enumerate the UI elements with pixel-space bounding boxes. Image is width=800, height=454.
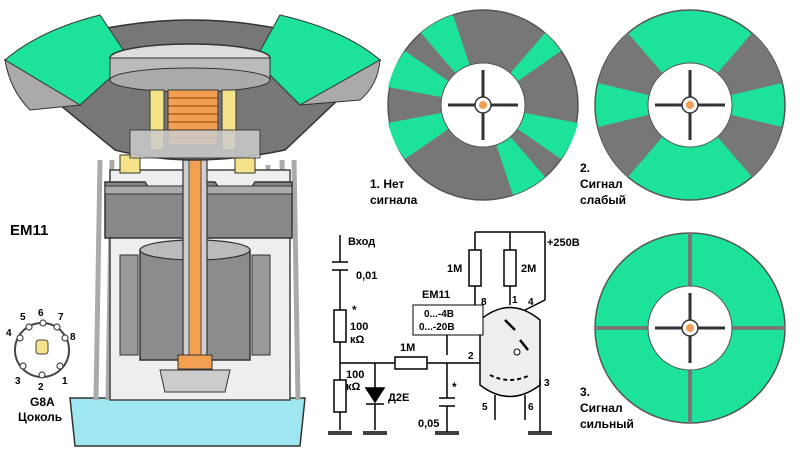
label-diode: Д2Е	[388, 392, 409, 404]
label-c2: 0,05	[418, 418, 439, 430]
tube-cutaway	[3, 14, 382, 447]
label-pin-6: 6	[528, 402, 534, 413]
state-2-line2: Сигнал	[580, 177, 623, 191]
socket-pin-2: 2	[38, 382, 44, 393]
label-pin-1: 1	[512, 295, 518, 306]
state-3-line2: Сигнал	[580, 401, 623, 415]
display-weak-signal	[594, 9, 786, 201]
label-pin-3: 3	[544, 378, 550, 389]
socket-pin-6: 6	[38, 308, 44, 319]
socket-pin-8: 8	[70, 332, 76, 343]
socket-pin-1: 1	[62, 376, 68, 387]
cone-green-left	[4, 14, 131, 106]
label-r-anode-2: 2М	[521, 263, 536, 275]
watermark: siola для forum.onliner.by	[640, 439, 779, 451]
label-supply: +250В	[547, 237, 580, 249]
state-2-line1: 2.	[580, 161, 590, 175]
label-r1: 100	[350, 321, 368, 333]
schematic	[328, 231, 552, 435]
tube-label: EM11	[10, 222, 48, 239]
label-bias-2: 0...-20В	[419, 322, 455, 333]
label-pin-8: 8	[481, 297, 487, 308]
label-c2-mark: *	[452, 380, 457, 394]
state-1-line2: сигнала	[370, 193, 418, 207]
label-r-series: 1М	[400, 342, 415, 354]
socket-pin-5: 5	[20, 312, 26, 323]
label-r2-unit: кΩ	[346, 381, 361, 393]
label-r1-mark: *	[352, 303, 357, 317]
socket-pin-3: 3	[15, 376, 21, 387]
label-pin-5: 5	[482, 402, 488, 413]
state-2-line3: слабый	[580, 193, 626, 207]
socket-name: G8A	[30, 395, 55, 409]
label-pin-2: 2	[468, 351, 474, 362]
label-tube: EM11	[422, 289, 450, 301]
state-3-line1: 3.	[580, 385, 590, 399]
label-r-anode-1: 1М	[447, 263, 462, 275]
glass-base	[69, 397, 306, 447]
label-pin-4: 4	[528, 297, 534, 308]
label-c1: 0,01	[356, 270, 377, 282]
label-bias-1: 0...-4В	[424, 309, 454, 320]
tube-symbol-internals	[489, 319, 531, 381]
display-strong-signal	[594, 232, 786, 424]
socket-diagram: 4 5 6 7 8 3 2 1 G8A Цоколь	[6, 308, 76, 424]
socket-pin-7: 7	[58, 312, 64, 323]
label-r1-unit: кΩ	[350, 334, 365, 346]
socket-pin-4: 4	[6, 328, 12, 339]
label-r2: 100	[346, 369, 364, 381]
display-no-signal	[387, 9, 579, 201]
label-input: Вход	[348, 236, 375, 248]
state-3-line3: сильный	[580, 417, 634, 431]
socket-caption: Цоколь	[18, 410, 62, 424]
state-1-line1: 1. Нет	[370, 177, 405, 191]
